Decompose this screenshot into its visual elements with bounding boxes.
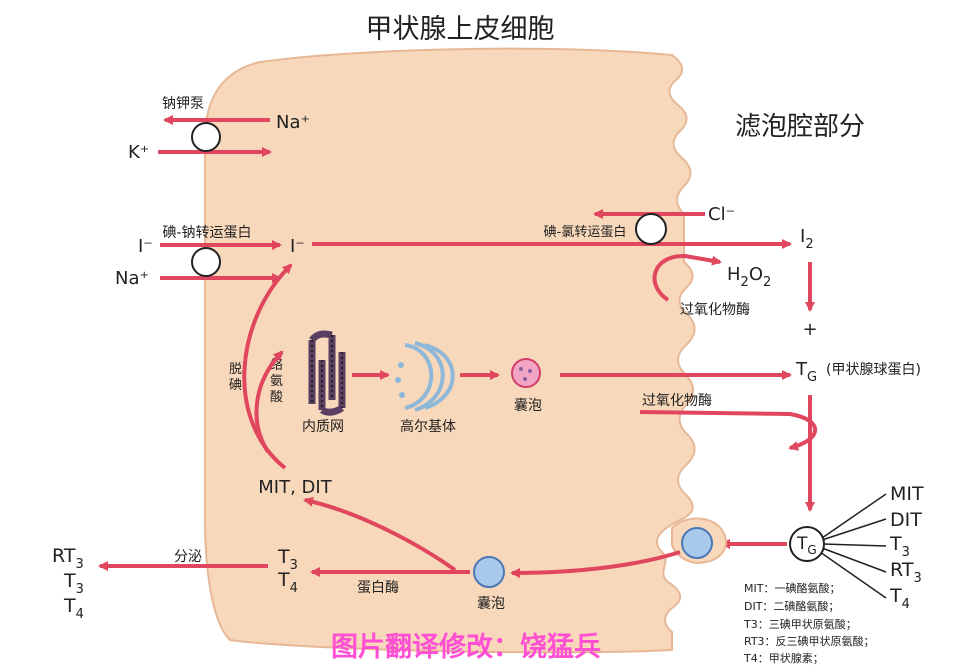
legend-t3: T3：三碘甲状原氨酸；	[743, 617, 857, 631]
secretory-vesicle-icon	[511, 358, 541, 388]
t3-inner: T3	[277, 546, 298, 573]
iodide-int: I⁻	[290, 236, 305, 257]
na-out-ion: Na⁺	[276, 112, 310, 133]
vesicle-dot	[528, 369, 532, 373]
protease-label: 蛋白酶	[357, 580, 399, 596]
tg-product-t4: T4	[889, 585, 910, 612]
out-t4: T4	[63, 595, 84, 622]
h2o2: H2O2	[727, 264, 771, 290]
legend-mit: MIT：一碘酪氨酸；	[744, 581, 840, 595]
thyroglobulin-tg: TG	[795, 359, 817, 385]
mit-dit-label: MIT, DIT	[258, 477, 332, 498]
symporter-label: 碘-钠转运蛋白	[162, 225, 251, 241]
to-mit-dit-arrow	[303, 496, 457, 572]
na-in-ion: Na⁺	[115, 268, 149, 289]
legend: MIT：一碘酪氨酸； DIT：二碘酪氨酸； T3：三碘甲状原氨酸； RT3：反三…	[743, 581, 875, 665]
legend-dit: DIT：二碘酪氨酸；	[744, 599, 839, 613]
deiodination-label: 脱 碘	[229, 362, 246, 393]
tg-product-mit: MIT	[890, 483, 924, 505]
chloride-transporter-label: 碘-氯转运蛋白	[544, 224, 627, 240]
tg-product-t3: T3	[889, 533, 910, 560]
pump-label: 钠钾泵	[162, 96, 204, 112]
endoplasmic-reticulum-icon	[308, 330, 346, 416]
iodine-i2: I2	[800, 226, 814, 252]
golgi-apparatus-icon	[395, 341, 455, 412]
na-k-pump	[191, 122, 221, 152]
vesicle-dot	[519, 367, 523, 371]
na-i-symporter	[191, 247, 221, 277]
thyroglobulin-desc: (甲状腺球蛋白)	[826, 362, 921, 378]
deiodination-to-iodide-arrow	[242, 263, 293, 470]
lumen-label: 滤泡腔部分	[735, 112, 865, 142]
er-label: 内质网	[302, 419, 344, 435]
legend-t4: T4：甲状腺素；	[743, 651, 824, 665]
h2o2-curve-arrow	[652, 253, 722, 302]
peroxidase-label-2: 过氧化物酶	[642, 393, 712, 409]
watermark: 图片翻译修改：饶猛兵	[331, 632, 601, 663]
t4-inner: T4	[277, 569, 298, 596]
secretion-label: 分泌	[174, 549, 202, 565]
iodide-ext: I⁻	[138, 236, 153, 257]
endocytic-vesicle	[681, 527, 713, 559]
lysosome-vesicle	[473, 556, 505, 588]
pendrin-transporter	[635, 213, 667, 245]
golgi-label: 高尔基体	[400, 418, 456, 435]
vesicle-dot	[523, 377, 527, 381]
peroxidase-label-1: 过氧化物酶	[680, 302, 750, 318]
out-t3: T3	[63, 570, 84, 597]
chloride-ion: Cl⁻	[708, 204, 735, 225]
endosome-to-vesicle-arrow	[510, 550, 681, 578]
k-in-ion: K⁺	[128, 142, 149, 163]
out-rt3: RT3	[52, 545, 84, 572]
epithelial-cell	[204, 47, 696, 654]
tg-product-dit: DIT	[890, 509, 922, 531]
vesicle2-label: 囊泡	[477, 595, 505, 612]
iodination-curve-arrow	[639, 410, 818, 451]
tg-products	[819, 493, 887, 599]
tg-product-rt3: RT3	[890, 559, 922, 586]
plus-sign: +	[802, 319, 817, 340]
tg-node	[789, 526, 825, 562]
legend-rt3: RT3：反三碘甲状原氨酸；	[744, 634, 875, 648]
tg-node-label: TG	[796, 534, 817, 557]
vesicle-label: 囊泡	[514, 397, 542, 414]
cell-title: 甲状腺上皮细胞	[366, 14, 555, 45]
